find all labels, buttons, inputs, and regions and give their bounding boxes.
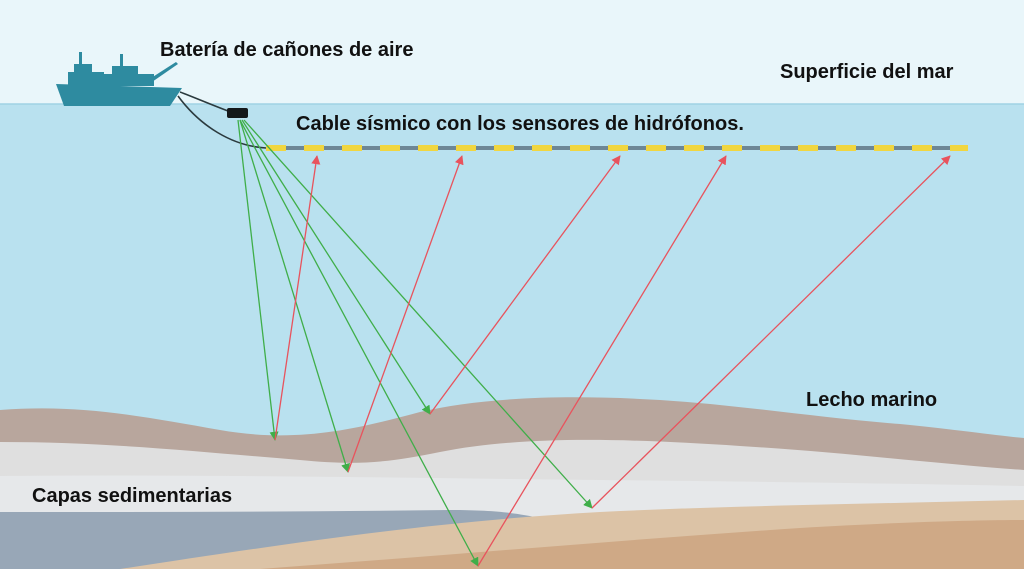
sky <box>0 0 1024 104</box>
ship-aft-mast <box>120 54 123 68</box>
ship-deckhouse <box>68 72 104 86</box>
ship-superstructure <box>112 66 138 76</box>
air-gun-array-icon <box>227 108 248 118</box>
sea-surface-label: Superficie del mar <box>780 61 954 83</box>
ship-hull <box>56 84 182 106</box>
incident-ray <box>243 119 593 509</box>
incident-ray <box>239 119 479 567</box>
streamer-tow-line <box>177 95 267 149</box>
reflected-ray <box>274 155 321 441</box>
incident-rays <box>237 119 593 567</box>
survey-ship-icon <box>56 52 182 106</box>
incident-ray <box>241 119 431 415</box>
reflected-ray <box>347 155 464 473</box>
ship-bridge <box>74 64 92 74</box>
ship-upper-deck <box>104 74 154 86</box>
ship-crane <box>148 62 178 82</box>
reflected-ray <box>591 155 951 509</box>
reflected-rays <box>274 155 951 567</box>
seabed-label: Lecho marino <box>806 389 937 411</box>
ship-mast <box>79 52 82 66</box>
deep-sand-layer <box>260 520 1024 569</box>
incident-ray <box>237 119 279 441</box>
incident-ray <box>239 119 350 473</box>
seismic-cable-label: Cable sísmico con los sensores de hidróf… <box>296 113 744 135</box>
reflected-ray <box>477 155 727 567</box>
air-guns-label: Batería de cañones de aire <box>160 39 413 61</box>
sediment-layers-label: Capas sedimentarias <box>32 485 232 507</box>
reflected-ray <box>429 155 621 415</box>
